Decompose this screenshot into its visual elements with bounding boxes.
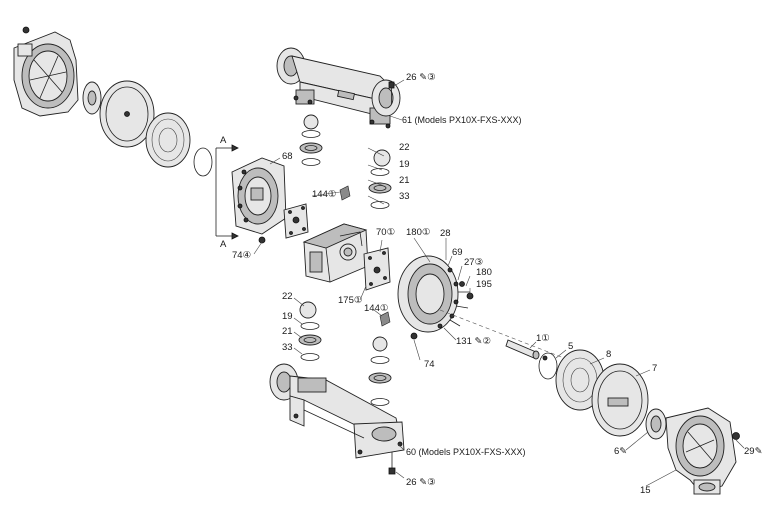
part-label-68: 68 [282, 151, 293, 162]
numbered-circle-icon: ① [386, 227, 396, 238]
bolt-top [388, 81, 395, 104]
numbered-circle-icon: ① [421, 227, 431, 238]
diaphragm-left [99, 80, 155, 148]
valve-stack-bottom-left [298, 301, 322, 361]
numbered-circle-icon: ① [327, 189, 337, 200]
part-label-26-top: 26 ✎③ [406, 72, 436, 83]
part-label-195: 195 [476, 279, 492, 290]
lubricant-icon: ✎③ [419, 72, 436, 83]
numbered-circle-icon: ① [379, 303, 389, 314]
diaphragm-plate-right [645, 408, 667, 440]
lubricant-icon: ✎ [619, 446, 628, 457]
bottom-manifold [269, 363, 405, 459]
part-label-21-bottom: 21 [282, 326, 293, 337]
part-label-19-bottom: 19 [282, 311, 293, 322]
part-label-19-top: 19 [399, 159, 410, 170]
valve-stack-top-right [368, 149, 392, 209]
diaphragm-plate-left [82, 81, 102, 115]
part-label-6: 6✎ [614, 446, 628, 457]
part-label-175: 175① [338, 295, 363, 306]
o-ring-left [193, 147, 213, 177]
warning-badge-icon [379, 311, 391, 327]
part-label-74-mid: 74 [424, 359, 435, 370]
part-label-61: 61 (Models PX10X-FXS-XXX) [402, 115, 522, 125]
numbered-circle-icon: ① [541, 333, 550, 344]
valve-stack-top-left [299, 114, 323, 166]
part-label-21-top: 21 [399, 175, 410, 186]
part-label-69: 69 [452, 247, 463, 258]
leader-lines [253, 79, 745, 487]
right-air-chamber [665, 407, 737, 495]
shaft [505, 339, 548, 361]
part-label-8: 8 [606, 349, 612, 360]
diaphragm-right [591, 363, 649, 437]
section-a-label-top: A [220, 135, 227, 146]
lubricant-icon: ✎ [754, 446, 763, 457]
numbered-circle-icon: ③ [474, 257, 484, 268]
part-label-27: 27③ [464, 257, 484, 268]
lubricant-icon: ✎③ [419, 477, 436, 488]
part-label-15: 15 [640, 485, 651, 496]
right-inner-chamber [397, 255, 474, 340]
left-air-chamber [13, 26, 79, 117]
part-label-74-left: 74④ [232, 250, 252, 261]
lubricant-icon: ✎② [474, 336, 491, 347]
part-label-22-bottom: 22 [282, 291, 293, 302]
part-label-28: 28 [440, 228, 451, 239]
gasket-left [283, 203, 309, 239]
part-label-144-top: 144① [312, 189, 337, 200]
warning-badge-icon [339, 185, 351, 201]
numbered-circle-icon: ① [353, 295, 363, 306]
part-label-7: 7 [652, 363, 658, 374]
bolt-bottom [388, 452, 396, 475]
top-manifold [276, 47, 401, 129]
part-label-180-b: 180 [476, 267, 492, 278]
part-label-29: 29✎ [744, 446, 763, 457]
left-inner-chamber [231, 157, 287, 244]
part-label-1: 1① [536, 333, 550, 344]
numbered-circle-icon: ④ [242, 250, 252, 261]
nut-right [732, 432, 740, 440]
part-label-33-bottom: 33 [282, 342, 293, 353]
gasket-right [363, 247, 391, 291]
part-label-22-top: 22 [399, 142, 410, 153]
part-label-33-top: 33 [399, 191, 410, 202]
part-label-131: 131 ✎② [456, 336, 491, 347]
part-label-5: 5 [568, 341, 574, 352]
part-label-180-a: 180① [406, 227, 431, 238]
part-label-26-bottom: 26 ✎③ [406, 477, 436, 488]
section-a-label-bottom: A [220, 239, 227, 250]
diaphragm-backup-left [145, 112, 191, 168]
o-ring-right [538, 352, 558, 380]
part-label-60: 60 (Models PX10X-FXS-XXX) [406, 447, 526, 457]
part-label-70: 70① [376, 227, 396, 238]
part-label-144-mid: 144① [364, 303, 389, 314]
section-a-marker [215, 144, 239, 240]
valve-stack-bottom-right [368, 336, 392, 406]
center-body [302, 223, 369, 283]
